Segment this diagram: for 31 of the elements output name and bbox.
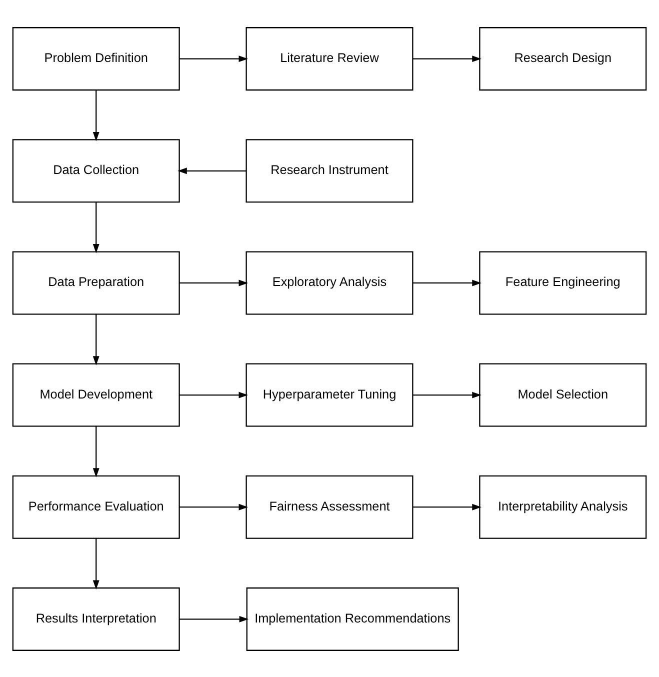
node-box: Research Design bbox=[479, 26, 647, 90]
node-box: Exploratory Analysis bbox=[246, 250, 414, 314]
node-box: Data Collection bbox=[12, 138, 180, 202]
arrow bbox=[179, 615, 249, 622]
arrow bbox=[412, 55, 482, 62]
node-box: Literature Review bbox=[246, 26, 414, 90]
node-box: Implementation Recommendations bbox=[246, 586, 459, 650]
arrow bbox=[179, 503, 248, 510]
node-box: Hyperparameter Tuning bbox=[246, 362, 414, 426]
node-box: Model Selection bbox=[479, 362, 647, 426]
node-box: Problem Definition bbox=[12, 26, 180, 90]
arrow bbox=[92, 90, 100, 141]
node-box: Results Interpretation bbox=[12, 586, 180, 650]
node-box: Data Preparation bbox=[12, 250, 180, 314]
arrow bbox=[92, 314, 100, 365]
arrow bbox=[179, 279, 248, 286]
node-box: Model Development bbox=[12, 362, 180, 426]
arrow bbox=[412, 503, 482, 510]
node-box: Fairness Assessment bbox=[246, 474, 414, 538]
arrow bbox=[412, 391, 482, 398]
node-box: Performance Evaluation bbox=[12, 474, 180, 538]
arrow bbox=[92, 538, 100, 589]
node-box: Research Instrument bbox=[246, 138, 414, 202]
arrow bbox=[179, 391, 248, 398]
arrow bbox=[412, 279, 482, 286]
arrow bbox=[92, 202, 100, 253]
arrow bbox=[178, 167, 246, 174]
arrow bbox=[92, 426, 100, 477]
node-box: Interpretability Analysis bbox=[479, 474, 647, 538]
node-box: Feature Engineering bbox=[479, 250, 647, 314]
arrow bbox=[179, 55, 248, 62]
